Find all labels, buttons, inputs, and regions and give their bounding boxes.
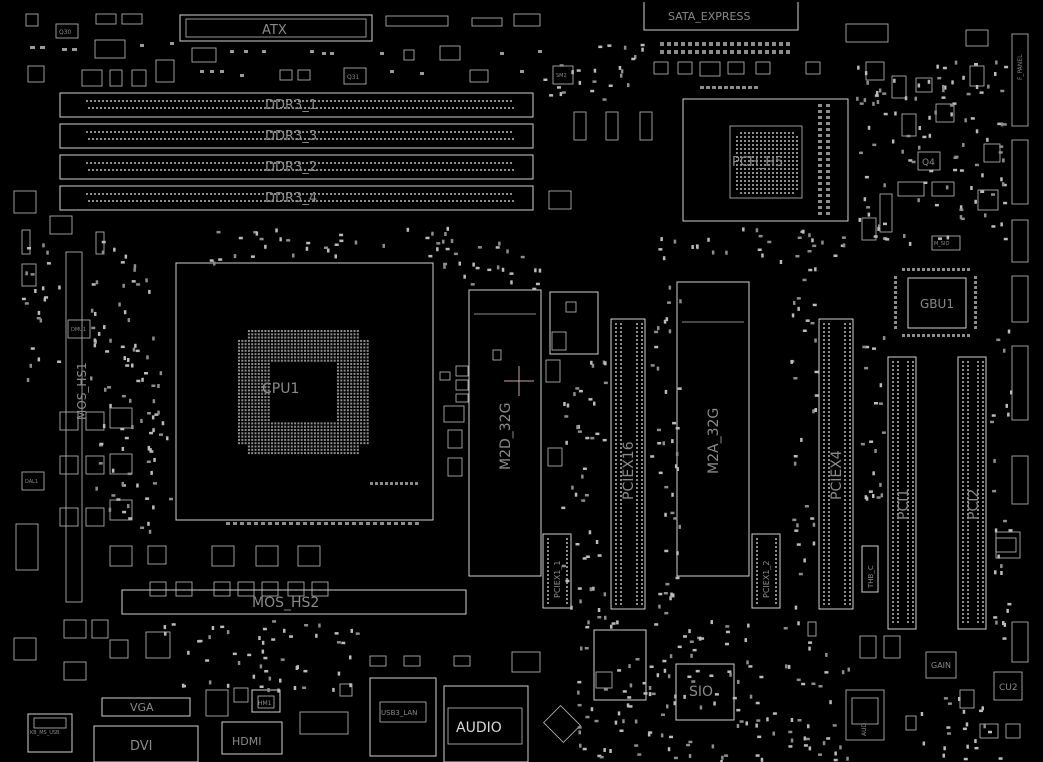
svg-text:SM2: SM2 (556, 73, 567, 79)
dvi-label: DVI (130, 739, 153, 754)
f-panel-label: F_PANEL (1017, 54, 1024, 80)
pci1-label: PCI1 (896, 489, 912, 520)
audio-label: AUDIO (456, 720, 502, 736)
left-side-components: DMU1 DAL1 MOS_HS1 (13, 190, 171, 681)
rear-io: KB_MS_USB VGA DVI HM1 HDMI USB3_LAN AUDI… (27, 677, 529, 762)
svg-text:DMU1: DMU1 (71, 327, 86, 333)
m2a-label: M2A_32G (706, 408, 722, 474)
cpu-right-components (439, 365, 469, 477)
ddr3-2-label: DDR3_2 (265, 160, 317, 175)
passive-components (21, 43, 1013, 762)
ddr3-1-label: DDR3_1 (265, 98, 317, 113)
audio-chip-label: AUD (861, 723, 868, 736)
pciex4-slot: PCIEX4 (818, 318, 854, 610)
hdmi-label: HDMI (232, 735, 261, 748)
m2a-slot: M2A_32G (676, 281, 750, 577)
pci2-label: PCI2 (966, 489, 982, 520)
pciex1-1-slot: PCIEX1_1 (542, 533, 572, 609)
svg-text:M_SIO: M_SIO (934, 241, 949, 247)
ddr3-slots: DDR3_1 DDR3_3 DDR3_2 DDR3_4 (59, 92, 534, 211)
pciex16-label: PCIEX16 (621, 441, 637, 500)
sata-express-connector: SATA_EXPRESS (643, 2, 799, 54)
m2-controller-chip (545, 291, 599, 467)
pciex1-2-label: PCIEX1_2 (762, 561, 771, 598)
svg-text:Q4: Q4 (922, 158, 935, 168)
kb-ms-label: KB_MS_USB (30, 730, 60, 736)
sata-express-label: SATA_EXPRESS (668, 10, 750, 23)
pci-slots: PCI1 PCI2 (887, 356, 987, 630)
mos-hs2-label: MOS_HS2 (252, 595, 319, 611)
pciex16-slot: PCIEX16 (610, 318, 646, 610)
sio-region: SIO (369, 629, 735, 743)
gain-label: GAIN (931, 661, 951, 670)
gbu1-label: GBU1 (920, 297, 954, 311)
hm1-label: HM1 (258, 700, 272, 707)
sio-label: SIO (689, 684, 713, 700)
cpu-socket: CPU1 (175, 262, 434, 525)
atx-connector: ATX (179, 14, 373, 42)
ddr3-3-label: DDR3_3 (265, 129, 317, 144)
m2d-slot: M2D_32G (468, 289, 542, 577)
mos-hs2-heatsink: MOS_HS2 (121, 589, 467, 615)
pciex1-1-label: PCIEX1_1 (553, 561, 562, 598)
pch-label: PCH_H5 (732, 155, 783, 170)
thb-c-header: THB_C (861, 545, 879, 593)
svg-text:DAL1: DAL1 (25, 479, 38, 485)
usb-lan-label: USB3_LAN (381, 709, 417, 717)
ddr3-4-label: DDR3_4 (265, 191, 317, 206)
mos-hs1-side-label: MOS_HS1 (75, 362, 89, 420)
vga-label: VGA (130, 701, 154, 714)
m2d-label: M2D_32G (498, 403, 514, 470)
gbu1-chip: GBU1 (894, 268, 977, 337)
svg-text:Q31: Q31 (347, 74, 360, 81)
atx-label: ATX (262, 23, 287, 38)
thb-c-label: THB_C (867, 565, 875, 589)
pciex1-2-slot: PCIEX1_2 (751, 533, 781, 609)
mosfet-row (149, 545, 329, 597)
cu2-label: CU2 (999, 683, 1018, 693)
right-lower-components: GAIN CU2 AUD (807, 537, 1023, 741)
pciex4-label: PCIEX4 (829, 450, 845, 500)
pch-chip: PCH_H5 (682, 86, 849, 222)
top-left-components: Q30 Q31 SM2 (25, 13, 574, 87)
pch-side-chips (548, 61, 821, 210)
cpu-label: CPU1 (262, 381, 299, 397)
svg-text:Q30: Q30 (59, 29, 72, 36)
